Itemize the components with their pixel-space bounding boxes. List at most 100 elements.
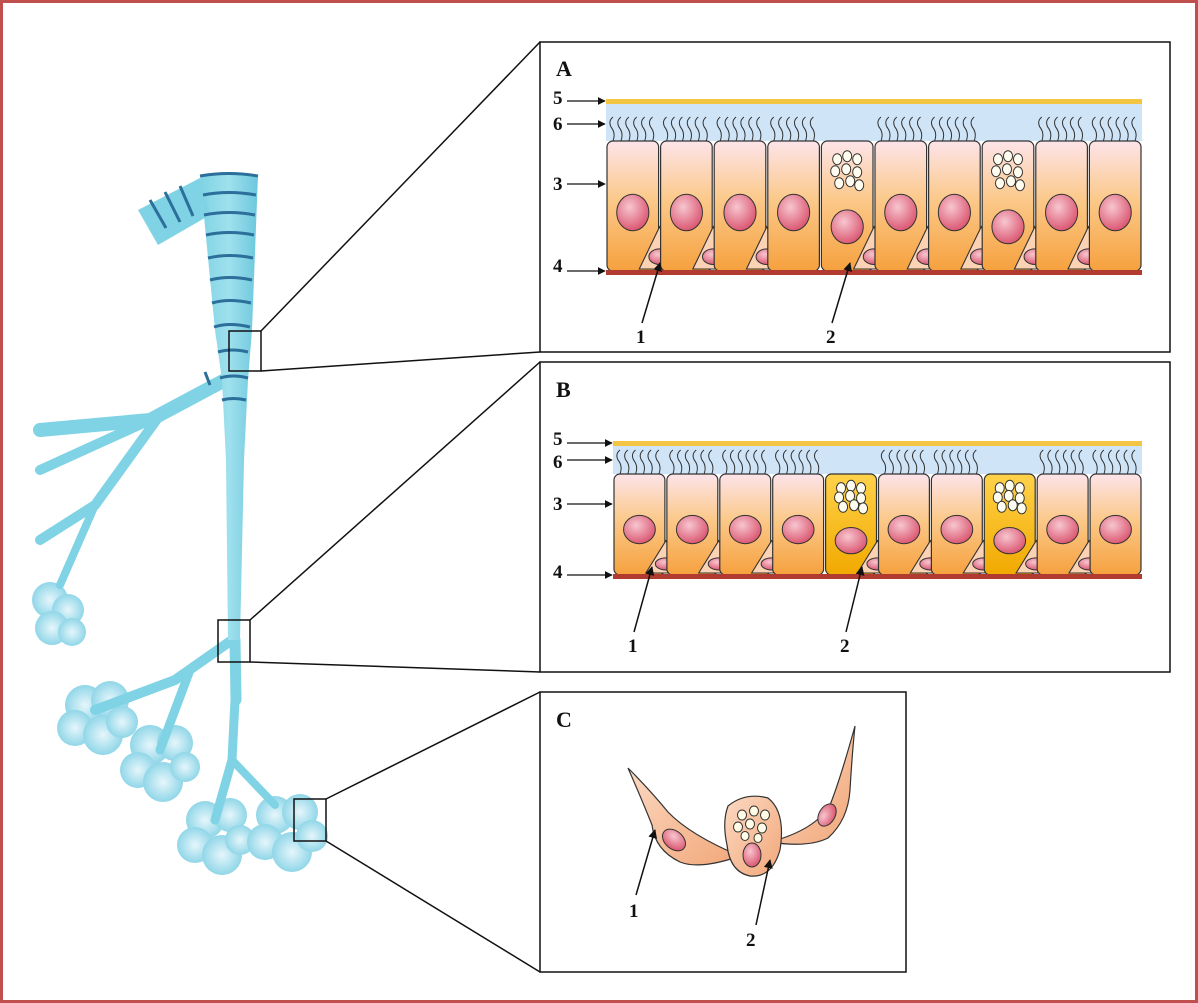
cilium: [1078, 449, 1084, 475]
trachea: [200, 175, 258, 640]
ciliated-nucleus: [623, 514, 656, 545]
mucin-granule: [995, 177, 1005, 190]
mucin-granule: [845, 175, 856, 188]
cilium: [909, 116, 915, 142]
mucin-granule: [858, 502, 869, 515]
cilium: [724, 116, 730, 142]
mucin-granule: [832, 153, 843, 166]
mucin-granule: [856, 482, 867, 495]
mucin-granule: [1016, 502, 1027, 515]
mucin-granule: [842, 150, 853, 163]
layer-label-3: 3: [553, 174, 563, 195]
layer-label-6: 6: [553, 452, 563, 473]
mucin-granule: [1014, 482, 1025, 495]
cilium: [877, 116, 883, 142]
cilium: [732, 116, 738, 142]
mucin-granule: [993, 153, 1003, 166]
ciliated-nucleus: [1099, 514, 1132, 545]
cilium: [1077, 116, 1084, 142]
cilium: [933, 449, 940, 475]
alveolar-cluster-2: [120, 725, 200, 802]
cilium: [972, 449, 978, 475]
cilium: [1054, 116, 1060, 142]
lamellar-bodies: [733, 805, 770, 843]
cell-label-2: 2: [826, 327, 836, 348]
layer-label-5: 5: [553, 429, 563, 450]
cilium: [786, 116, 792, 142]
cilium: [806, 449, 812, 475]
cilium: [753, 449, 759, 475]
panel-a-letter: A: [556, 56, 572, 81]
cilium: [662, 116, 669, 142]
ciliated-nucleus: [1045, 193, 1079, 232]
cilium: [1115, 449, 1122, 475]
cilium: [1115, 116, 1121, 142]
cilium: [1062, 449, 1069, 475]
basement-membrane: [613, 574, 1142, 579]
cilium: [648, 116, 655, 142]
cilium: [770, 116, 776, 142]
cilium: [1055, 449, 1061, 475]
layer-label-4: 4: [553, 256, 563, 277]
cilium: [1046, 116, 1052, 142]
cilium: [949, 449, 955, 475]
ciliated-nucleus: [884, 193, 918, 232]
cell-label-2: 2: [840, 636, 850, 657]
zoom-box-a: [228, 330, 262, 372]
mucin-granule: [991, 165, 1001, 178]
mucin-granule: [849, 499, 860, 512]
panel-c-frame: [539, 691, 907, 973]
cilium: [737, 449, 743, 475]
cilium: [1047, 449, 1053, 475]
cilium: [916, 116, 923, 142]
layer-label-4: 4: [553, 562, 563, 583]
cilium: [670, 116, 677, 142]
cell-arrow-2: [845, 566, 865, 633]
layer-label-3: 3: [553, 494, 563, 515]
mucus-layer: [613, 441, 1142, 446]
type-two-nucleus: [742, 842, 762, 868]
cilium: [896, 449, 902, 475]
cilium: [1061, 116, 1068, 142]
cilium: [694, 116, 700, 142]
mucin-granule: [992, 491, 1003, 504]
ciliated-nucleus: [616, 193, 650, 232]
cilium: [655, 449, 661, 475]
cilium: [722, 449, 728, 475]
cilium: [617, 116, 623, 142]
cilium: [692, 449, 698, 475]
ciliated-nucleus: [669, 193, 703, 232]
cilium: [631, 449, 638, 475]
goblet-nucleus: [830, 209, 864, 245]
cilium: [893, 116, 899, 142]
cilium: [708, 449, 714, 475]
cilium: [624, 449, 630, 475]
cilium: [700, 449, 706, 475]
alveolar-cluster-4: [247, 794, 328, 872]
cilium: [647, 449, 653, 475]
cilium: [798, 449, 804, 475]
mucin-granule: [1007, 499, 1018, 512]
cilium: [809, 116, 816, 142]
cilium: [716, 116, 722, 142]
cilium: [729, 449, 736, 475]
cilium: [677, 449, 683, 475]
cell-arrow-1: [633, 566, 655, 633]
ciliated-nucleus: [728, 514, 762, 545]
cilium: [885, 116, 891, 142]
cilium: [930, 116, 937, 142]
cilium: [686, 116, 692, 142]
panel-b-letter: B: [556, 377, 571, 402]
cilium: [790, 449, 796, 475]
mucin-granule: [852, 153, 863, 166]
zoom-connectors: [249, 41, 541, 973]
cilium: [1099, 116, 1105, 142]
mucin-granule: [846, 479, 857, 492]
cilium: [941, 449, 947, 475]
cilium: [761, 449, 767, 475]
cilium: [1131, 449, 1137, 475]
cilium: [782, 449, 789, 475]
